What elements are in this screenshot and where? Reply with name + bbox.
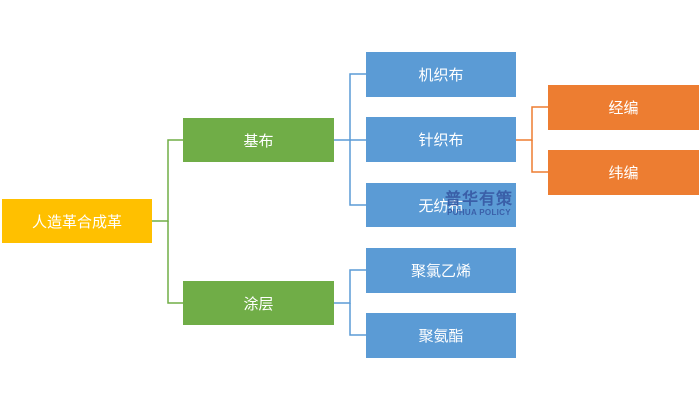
node-root-label: 人造革合成革 [31, 212, 122, 231]
node-coating: 涂层 [183, 281, 334, 325]
node-pvc: 聚氯乙烯 [366, 248, 516, 293]
node-polyurethane-label: 聚氨酯 [418, 327, 464, 345]
node-coating-label: 涂层 [243, 294, 274, 313]
node-pvc-label: 聚氯乙烯 [410, 262, 471, 280]
node-weft-knitting-label: 纬编 [608, 164, 639, 182]
node-polyurethane: 聚氨酯 [366, 313, 516, 358]
connector-root-to-tuceng [167, 221, 183, 304]
connector-jibu-to-jizhi [334, 73, 366, 141]
connector-root-to-jibu [152, 139, 183, 222]
node-base-fabric: 基布 [183, 118, 334, 162]
node-knitted-fabric: 针织布 [366, 117, 516, 162]
node-nonwoven-fabric-label: 无纺布 [418, 196, 464, 215]
node-weft-knitting: 纬编 [548, 150, 699, 195]
connector-tuceng-to-jvan [349, 303, 366, 336]
node-nonwoven-fabric: 无纺布 [366, 183, 516, 227]
connector-jibu-to-wufang [349, 140, 366, 206]
node-woven-fabric: 机织布 [366, 52, 516, 97]
node-knitted-fabric-label: 针织布 [418, 131, 464, 149]
node-base-fabric-label: 基布 [243, 131, 274, 150]
connector-zhenzhi-to-jingbian [516, 106, 548, 141]
connector-zhenzhi-to-weibian [531, 140, 548, 173]
node-woven-fabric-label: 机织布 [418, 66, 464, 84]
node-root: 人造革合成革 [2, 199, 152, 243]
node-warp-knitting-label: 经编 [608, 99, 639, 117]
node-warp-knitting: 经编 [548, 85, 699, 130]
connector-tuceng-to-jvlv [334, 269, 366, 304]
